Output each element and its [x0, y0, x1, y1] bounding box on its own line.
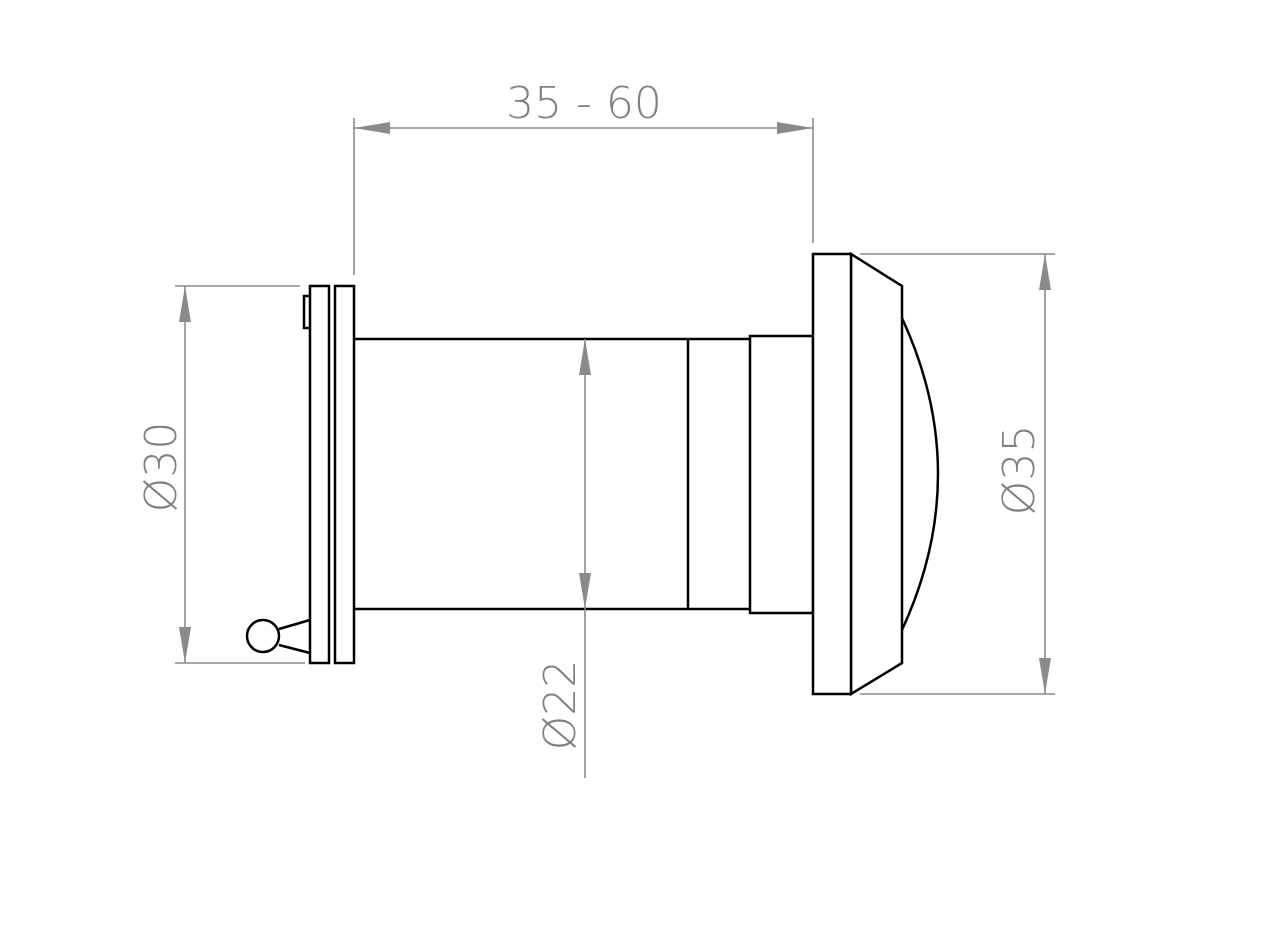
arrowhead-top — [1039, 254, 1051, 290]
diameter-35-label: Ø35 — [994, 425, 1045, 516]
flange-bevel — [849, 251, 904, 697]
cover-lever-lower — [278, 643, 311, 655]
arrowhead-bottom — [1039, 658, 1051, 694]
length-dimension: 35 - 60 — [353, 78, 814, 275]
arrowhead-left — [354, 122, 390, 134]
arrowhead-bottom — [179, 627, 191, 663]
inner-plate — [308, 284, 331, 665]
length-label: 35 - 60 — [506, 78, 662, 129]
arrowhead-top — [579, 339, 591, 375]
tube-collar — [748, 334, 815, 615]
arrowhead-top — [179, 286, 191, 322]
cover-lever — [278, 618, 311, 631]
diameter-35-dimension: Ø35 — [860, 253, 1055, 695]
outer-flange — [811, 251, 940, 697]
arrowhead-bottom — [579, 573, 591, 609]
outer-plate — [333, 284, 356, 665]
diameter-30-dimension: Ø30 — [136, 285, 305, 664]
diameter-22-label: Ø22 — [535, 660, 586, 751]
diameter-30-label: Ø30 — [136, 422, 187, 513]
flange-body — [811, 252, 853, 696]
cover-knob — [245, 618, 281, 654]
lens-dome — [900, 317, 940, 631]
diameter-22-dimension: Ø22 — [535, 339, 591, 778]
arrowhead-right — [777, 122, 813, 134]
inner-flange — [245, 284, 356, 665]
tube — [354, 334, 815, 615]
